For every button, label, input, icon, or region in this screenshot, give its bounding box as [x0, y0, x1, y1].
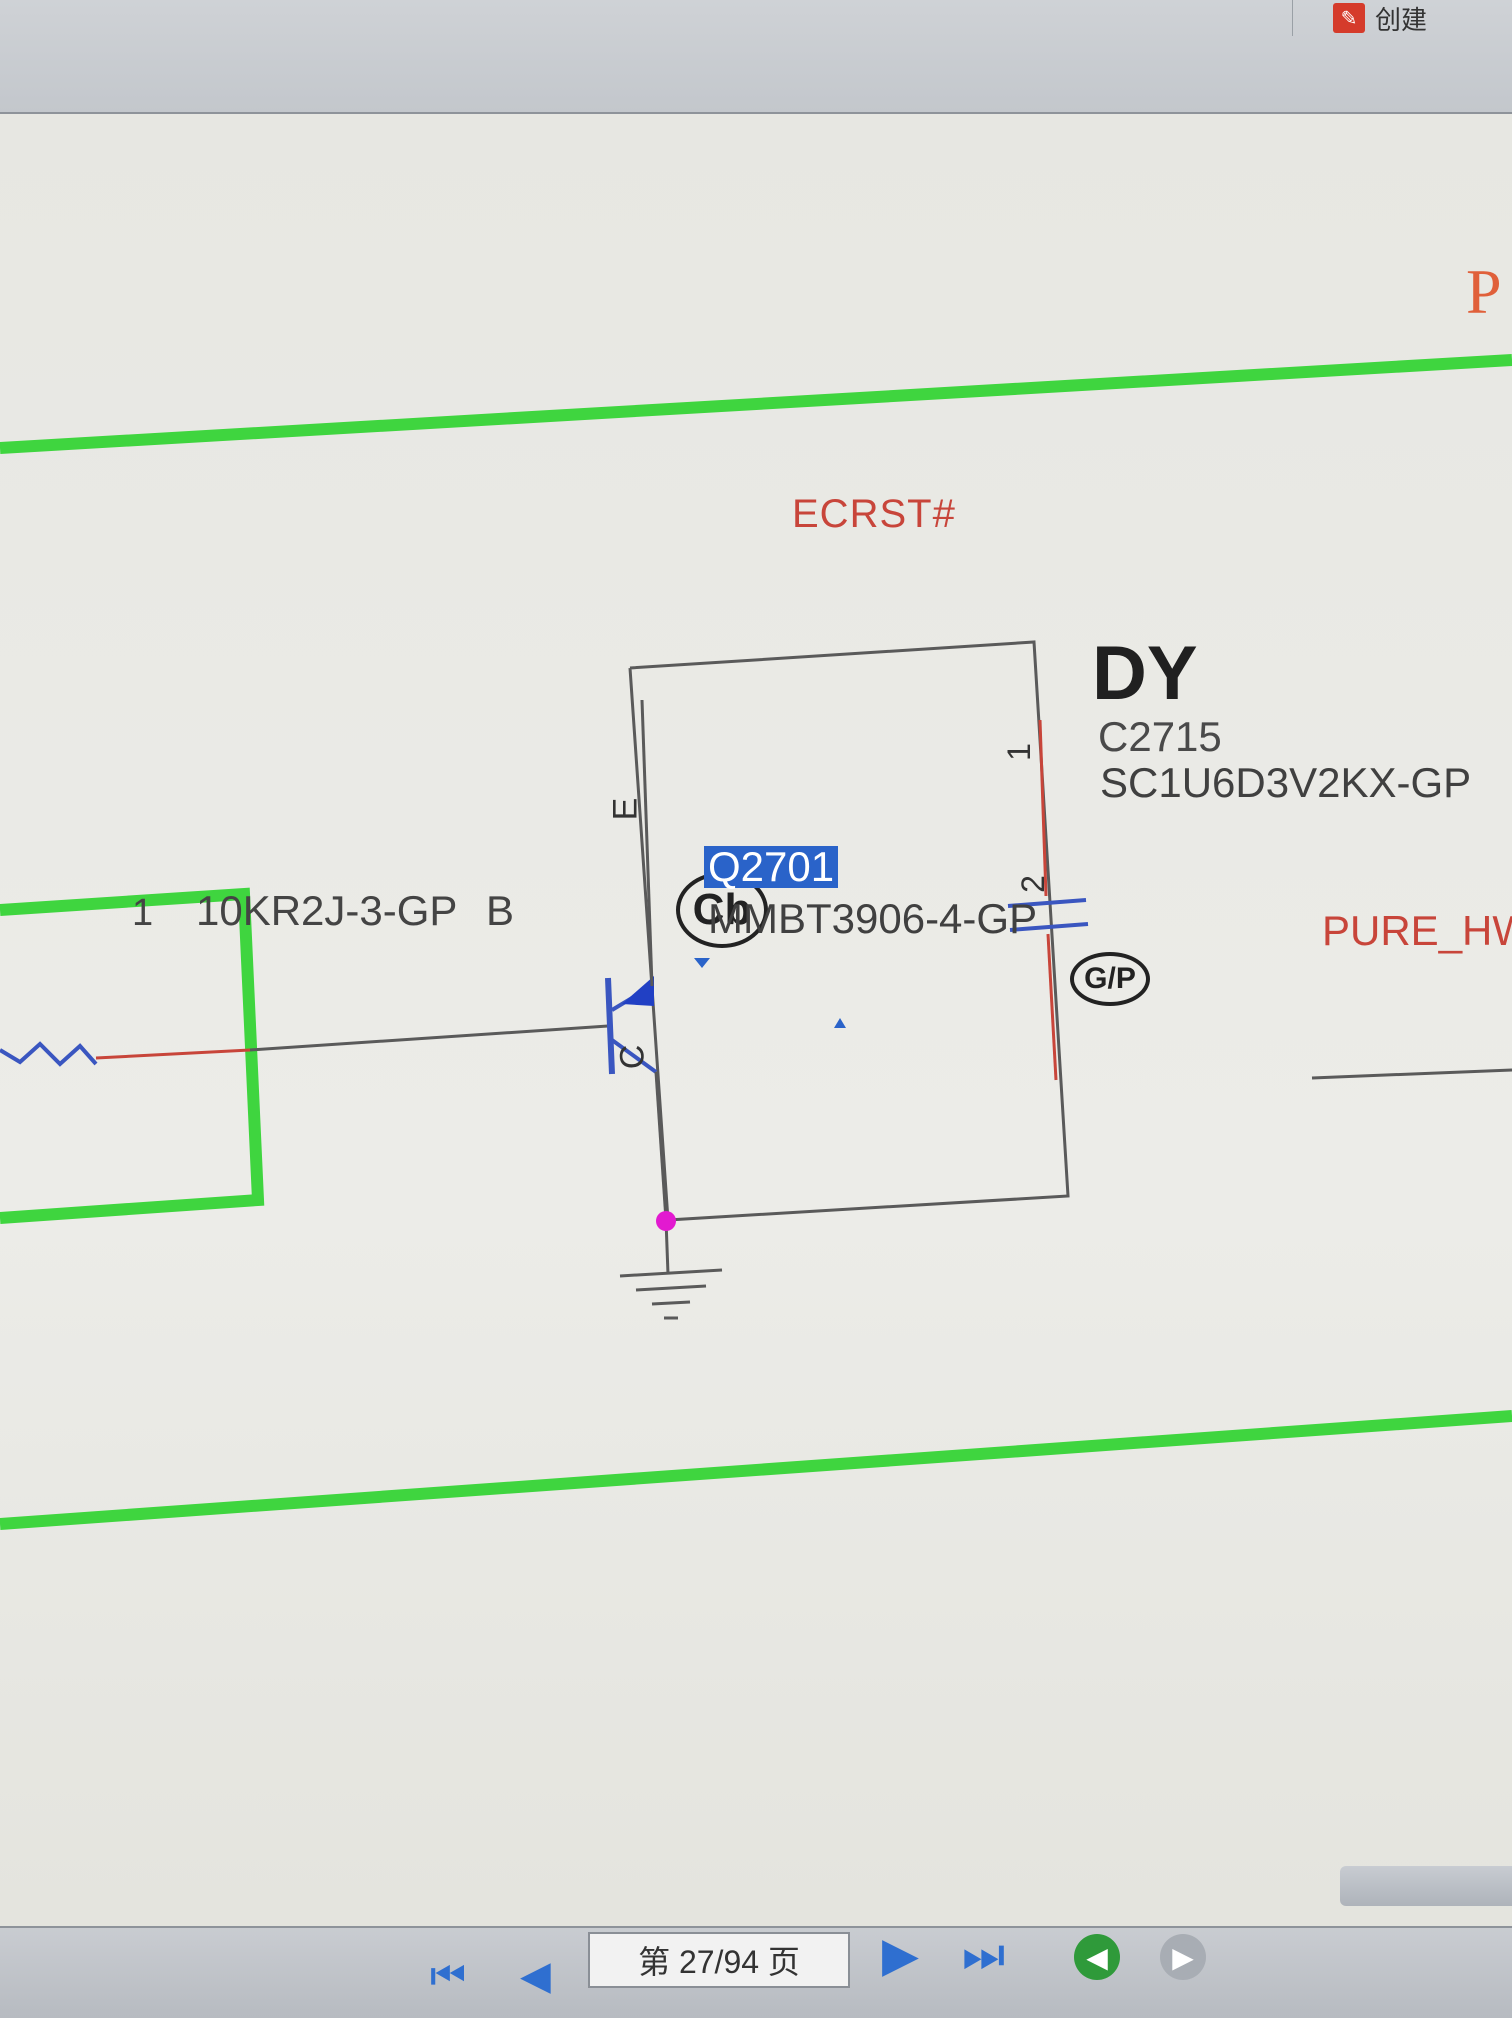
q-ref-marker-bottom	[834, 1018, 846, 1028]
cap-variant-label: DY	[1092, 631, 1198, 716]
emitter-arrow	[622, 976, 654, 1006]
resistor-part-number[interactable]: 10KR2J-3-GP	[196, 887, 458, 934]
page-navigation-bar: ⏮ ◀ 第 27/94 页 ▶ ⏭ ◀ ▶	[0, 1926, 1512, 2018]
q-ref-marker-top	[694, 958, 710, 968]
left-sheet-box	[0, 887, 265, 1224]
horizontal-scrollbar[interactable]	[1340, 1866, 1512, 1906]
pure-net-underline	[1311, 1068, 1512, 1080]
emitter-wire	[640, 699, 654, 987]
transistor-pin-e: E	[606, 797, 645, 821]
transistor-pin-c: C	[613, 1044, 652, 1070]
cap-wire-top	[1038, 719, 1048, 897]
page-indicator[interactable]: 第 27/94 页	[588, 1932, 850, 1988]
resistor-wire	[95, 1048, 251, 1060]
prev-page-icon[interactable]: ◀	[520, 1954, 551, 1998]
capacitor-badge: G/P	[1070, 952, 1150, 1006]
capacitor-part-number[interactable]: SC1U6D3V2KX-GP	[1100, 759, 1472, 806]
resistor-pin1: 1	[132, 892, 154, 934]
ground-bar-3	[651, 1300, 691, 1306]
forward-icon[interactable]: ▶	[1160, 1934, 1206, 1980]
transistor-part-number[interactable]: MMBT3906-4-GP	[708, 895, 1038, 942]
page-border-top	[0, 354, 1512, 454]
pdf-icon: ✎	[1333, 3, 1365, 33]
create-pdf-label: 创建	[1375, 4, 1428, 35]
capacitor-ref[interactable]: C2715	[1098, 713, 1222, 760]
create-pdf-button[interactable]: ✎ 创建	[1292, 0, 1512, 36]
resistor-symbol	[0, 1041, 98, 1067]
transistor-pin-b: B	[486, 887, 515, 934]
schematic-canvas	[0, 354, 1512, 1530]
cap-plate-1	[1007, 898, 1087, 908]
next-page-icon[interactable]: ▶	[882, 1929, 919, 1982]
ground-bar-2	[635, 1284, 707, 1292]
base-wire	[249, 1024, 609, 1052]
back-icon[interactable]: ◀	[1074, 1934, 1120, 1980]
net-label-pure-hw[interactable]: PURE_HW	[1322, 907, 1512, 954]
ground-bar-1	[619, 1268, 723, 1278]
cap-wire-bottom	[1046, 933, 1058, 1081]
app-toolbar: ✎ 创建	[0, 0, 1512, 114]
transistor-base-bar	[605, 977, 615, 1075]
ecrst-net-outline	[628, 640, 1070, 1222]
net-label-ecrst[interactable]: ECRST#	[792, 492, 956, 536]
cap-plate-2	[1009, 922, 1089, 932]
capacitor-pin2: 2	[1014, 875, 1051, 893]
corner-label: P	[1466, 256, 1502, 327]
first-page-icon[interactable]: ⏮	[430, 1954, 466, 1998]
capacitor-pin1: 1	[1000, 743, 1037, 761]
junction-dot	[656, 1211, 676, 1231]
transistor-ref-selected[interactable]: Q2701	[704, 846, 839, 888]
collector-wire	[654, 1071, 668, 1221]
page-border-bottom	[0, 1410, 1512, 1530]
last-page-icon[interactable]: ⏭	[962, 1929, 1006, 1982]
schematic-viewport[interactable]: P ECRST# DY C2715 SC1U6D3V2KX-GP 1 2 G/P…	[0, 114, 1512, 1926]
transistor-collector-leg	[610, 1038, 658, 1074]
